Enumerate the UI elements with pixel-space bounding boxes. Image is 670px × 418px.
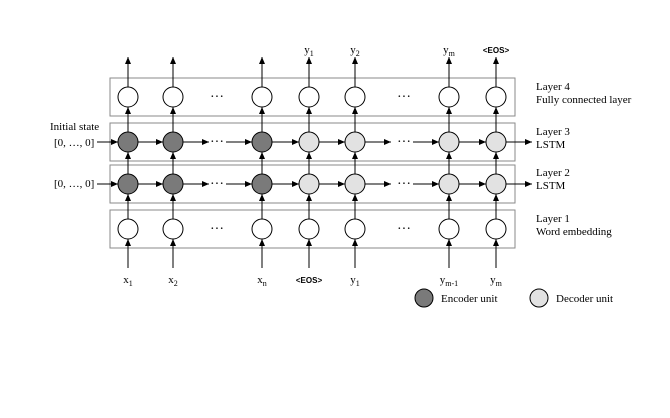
output-label: y1 [304, 44, 314, 58]
ellipsis-layer-2-right: ··· [397, 177, 411, 192]
embedding-unit [485, 218, 507, 240]
encoder-unit [162, 131, 184, 153]
input-label: ym-1 [440, 274, 458, 288]
layer-4-name: Layer 4 [536, 81, 570, 93]
layer-3-description: LSTM [536, 139, 566, 151]
input-label: xn [257, 274, 267, 288]
output-label: <EOS> [483, 46, 510, 55]
fc-unit [117, 86, 139, 108]
decoder-unit [485, 131, 507, 153]
encoder-unit [117, 173, 139, 195]
input-label: y1 [350, 274, 360, 288]
decoder-unit [298, 131, 320, 153]
ellipsis-layer-2-left: ··· [210, 177, 224, 192]
ellipsis-layer-4-right: ··· [397, 90, 411, 105]
fc-unit [251, 86, 273, 108]
layer-4-description: Fully connected layer [536, 94, 632, 106]
legend-encoder-swatch [414, 288, 434, 308]
ellipsis-layer-1-right: ··· [397, 222, 411, 237]
decoder-unit [298, 173, 320, 195]
legend-decoder-label: Decoder unit [556, 293, 613, 305]
legend: Encoder unit Decoder unit [414, 288, 613, 308]
fc-unit [438, 86, 460, 108]
ellipsis-layer-4-left: ··· [210, 90, 224, 105]
embedding-unit [344, 218, 366, 240]
legend-decoder-swatch [529, 288, 549, 308]
fc-unit [344, 86, 366, 108]
encoder-unit [117, 131, 139, 153]
fc-unit [485, 86, 507, 108]
decoder-unit [485, 173, 507, 195]
initial-state-value-layer-3: [0, …, 0] [54, 137, 94, 149]
decoder-unit [344, 131, 366, 153]
output-label: y2 [350, 44, 360, 58]
legend-encoder-label: Encoder unit [441, 293, 498, 305]
input-label: <EOS> [296, 276, 323, 285]
encoder-unit [162, 173, 184, 195]
embedding-unit [251, 218, 273, 240]
layer-labels: Layer 4 Fully connected layer Layer 3 LS… [536, 81, 632, 238]
ellipsis-layer-3-right: ··· [397, 135, 411, 150]
layer-1-description: Word embedding [536, 226, 612, 238]
decoder-unit [438, 131, 460, 153]
encoder-unit [251, 131, 273, 153]
fc-unit [298, 86, 320, 108]
decoder-unit [344, 173, 366, 195]
initial-state-label: Initial state [50, 121, 99, 133]
io-labels: x1 x2 xn <EOS> y1 y1 y2 ym-1 ym ym <EOS> [123, 44, 509, 288]
layer-3-name: Layer 3 [536, 126, 570, 138]
embedding-unit [438, 218, 460, 240]
units [117, 86, 507, 240]
decoder-unit [438, 173, 460, 195]
initial-state: Initial state [0, …, 0] [0, …, 0] [50, 121, 99, 190]
ellipsis-layer-1-left: ··· [210, 222, 224, 237]
layer-4-box [109, 77, 516, 117]
embedding-unit [117, 218, 139, 240]
ellipsis-layer-3-left: ··· [210, 135, 224, 150]
encoder-unit [251, 173, 273, 195]
input-label: x2 [168, 274, 178, 288]
output-label: ym [443, 44, 456, 58]
layer-1-box [109, 209, 516, 249]
embedding-unit [298, 218, 320, 240]
initial-state-value-layer-2: [0, …, 0] [54, 178, 94, 190]
fc-unit [162, 86, 184, 108]
layer-1-name: Layer 1 [536, 213, 570, 225]
embedding-unit [162, 218, 184, 240]
layer-2-description: LSTM [536, 180, 566, 192]
connection-arrows [97, 57, 532, 268]
ellipses: ··· ··· ··· ··· ··· ··· ··· ··· [210, 90, 411, 237]
input-label: ym [490, 274, 503, 288]
input-label: x1 [123, 274, 133, 288]
layer-2-name: Layer 2 [536, 167, 570, 179]
